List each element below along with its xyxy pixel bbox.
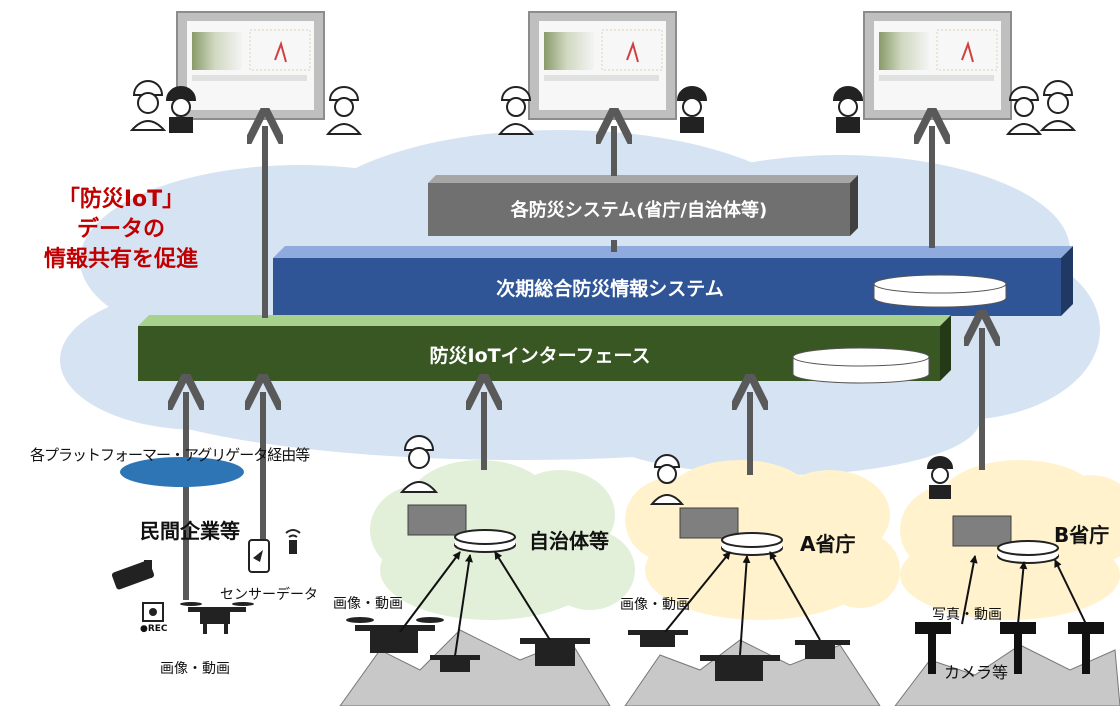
- iot-interface-bar-label: 防災IoTインターフェース: [429, 345, 651, 367]
- smartphone-icon: [248, 539, 270, 573]
- private-media-label: 画像・動画: [160, 661, 230, 677]
- helmet-worker-icon: [165, 86, 197, 133]
- helmet-worker-icon: [676, 86, 708, 133]
- ministry-a-media-label: 画像・動画: [620, 597, 690, 613]
- systems-bar-label: 各防災システム(省庁/自治体等): [510, 200, 768, 221]
- headline-line-3: 情報共有を促進: [43, 247, 198, 272]
- headline-line-1: 「防災IoT」: [57, 187, 185, 212]
- helmet-worker-icon: [926, 456, 954, 499]
- sensor-label: センサーデータ: [220, 587, 318, 603]
- next-gen-bar: [273, 246, 1073, 316]
- firefighter-icon: [325, 86, 363, 135]
- platform-ellipse: [120, 457, 244, 487]
- person-icon: [1039, 80, 1077, 131]
- flow-arrows: [186, 126, 982, 600]
- drone-icon: [180, 602, 254, 634]
- server-box-icon: [407, 504, 1012, 547]
- ministry-b-title: B省庁: [1054, 523, 1110, 547]
- security-camera-icon: [111, 560, 155, 590]
- camera-label: カメラ等: [944, 663, 1009, 682]
- headline: 「防災IoT」 データの 情報共有を促進: [18, 185, 224, 275]
- firefighter-icon: [649, 454, 685, 505]
- monitor-icon: [528, 11, 677, 120]
- iot-interface-bar: [138, 315, 951, 384]
- ministry-b-cloud: [900, 460, 1120, 620]
- firefighter-icon: [497, 86, 535, 135]
- wireless-sensor-icon: [285, 529, 301, 554]
- systems-bar: [428, 175, 858, 236]
- municipality-media-label: 画像・動画: [333, 596, 403, 612]
- person-icon: [129, 80, 167, 131]
- platform-label: 各プラットフォーマー・アグリゲータ経由等: [30, 446, 310, 464]
- headline-line-2: データの: [76, 217, 165, 242]
- municipality-title: 自治体等: [529, 529, 609, 553]
- person-icon: [399, 435, 439, 493]
- ministry-b-media-label: 写真・動画: [932, 607, 1002, 623]
- rec-label: ●REC: [140, 624, 168, 634]
- monitor-icon: [176, 11, 325, 120]
- recorder-icon: [142, 602, 164, 622]
- helmet-worker-icon: [832, 86, 864, 133]
- private-title: 民間企業等: [140, 519, 240, 543]
- data-arrows: [399, 551, 1087, 657]
- pole-camera-icon: [915, 622, 1104, 674]
- next-gen-bar-label: 次期総合防災情報システム: [496, 278, 724, 300]
- ministry-a-title: A省庁: [800, 532, 856, 556]
- drone-icon: [346, 617, 850, 681]
- database-disk-icon: [454, 529, 1059, 564]
- firefighter-icon: [1005, 86, 1043, 135]
- monitor-icon: [863, 11, 1012, 120]
